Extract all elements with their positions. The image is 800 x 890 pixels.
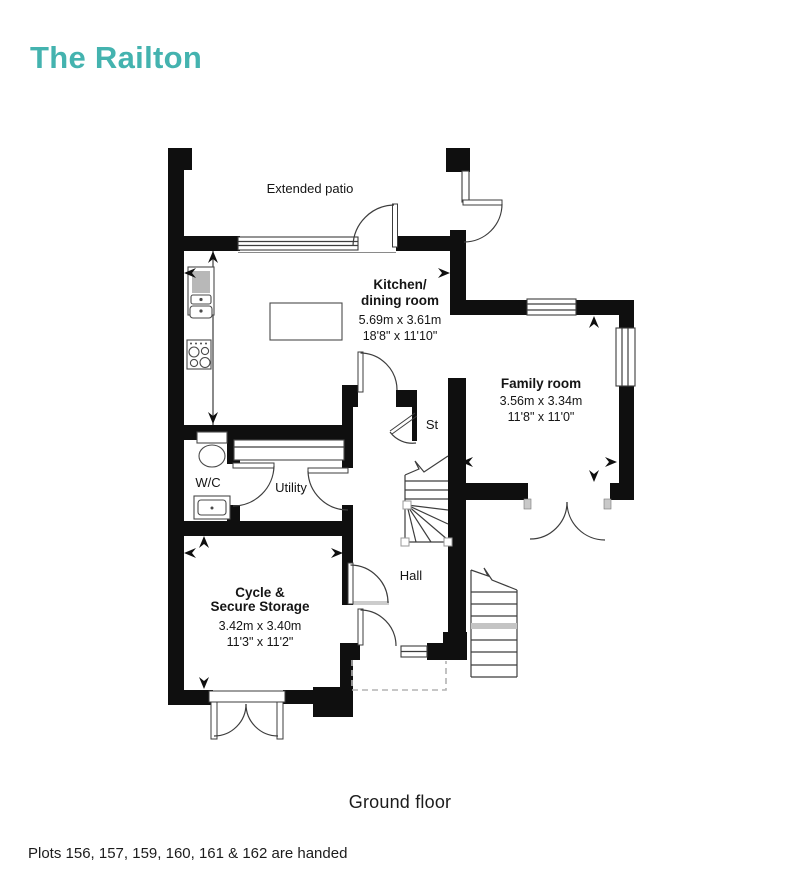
cycle-label-line2: Secure Storage [210, 599, 310, 614]
cycle-dims-metric: 3.42m x 3.40m [219, 619, 302, 633]
patio-door [352, 203, 398, 248]
kitchen-fixtures [186, 251, 345, 461]
kitchen-label-line2: dining room [361, 293, 439, 308]
patio-fence [461, 170, 470, 203]
wc-fixtures [193, 431, 231, 520]
kitchen-hob [186, 339, 212, 370]
plots-footnote: Plots 156, 157, 159, 160, 161 & 162 are … [28, 845, 348, 862]
windows [237, 170, 636, 658]
external-staircase [470, 567, 518, 678]
family-room-side-window [615, 327, 636, 387]
kitchen-sink [187, 266, 215, 319]
cycle-dims-imperial: 11'3" x 11'2" [227, 635, 294, 649]
family-room-label: Family room [501, 376, 581, 391]
page-title: The Railton [30, 40, 203, 75]
canopy-dashed-outline [351, 660, 447, 691]
cycle-storage-door [347, 562, 389, 605]
kitchen-dims-imperial: 18'8" x 11'10" [363, 329, 438, 343]
family-room-top-window [526, 298, 577, 316]
front-door [357, 608, 397, 647]
family-dims-metric: 3.56m x 3.34m [500, 394, 583, 408]
family-room-french-doors [523, 498, 612, 541]
kitchen-island [269, 302, 343, 341]
front-door-sidelight-window [400, 645, 428, 658]
floor-caption: Ground floor [348, 792, 452, 812]
patio-label: Extended patio [267, 181, 354, 196]
walls [168, 148, 634, 717]
doors [208, 199, 612, 740]
wc-door [232, 462, 275, 507]
store-label: St [426, 417, 439, 432]
kitchen-hall-door [357, 351, 398, 393]
wc-label: W/C [195, 475, 220, 490]
utility-door [307, 467, 349, 511]
utility-label: Utility [275, 480, 307, 495]
internal-staircase [400, 455, 453, 547]
room-labels: Extended patio Kitchen/ dining room 5.69… [195, 181, 582, 649]
patio-glazing-window [237, 236, 396, 253]
wc-toilet [196, 431, 228, 468]
kitchen-label-line1: Kitchen/ [373, 277, 427, 292]
hall-label: Hall [400, 568, 423, 583]
cycle-label-line1: Cycle & [235, 585, 285, 600]
cycle-storage-double-doors [208, 690, 286, 740]
kitchen-dims-metric: 5.69m x 3.61m [359, 313, 442, 327]
wc-basin [193, 495, 231, 520]
dimension-arrows [184, 251, 617, 689]
utility-worktop [233, 439, 345, 461]
patio-gate-door [462, 199, 503, 243]
family-dims-imperial: 11'8" x 11'0" [508, 410, 575, 424]
store-door [389, 412, 418, 444]
